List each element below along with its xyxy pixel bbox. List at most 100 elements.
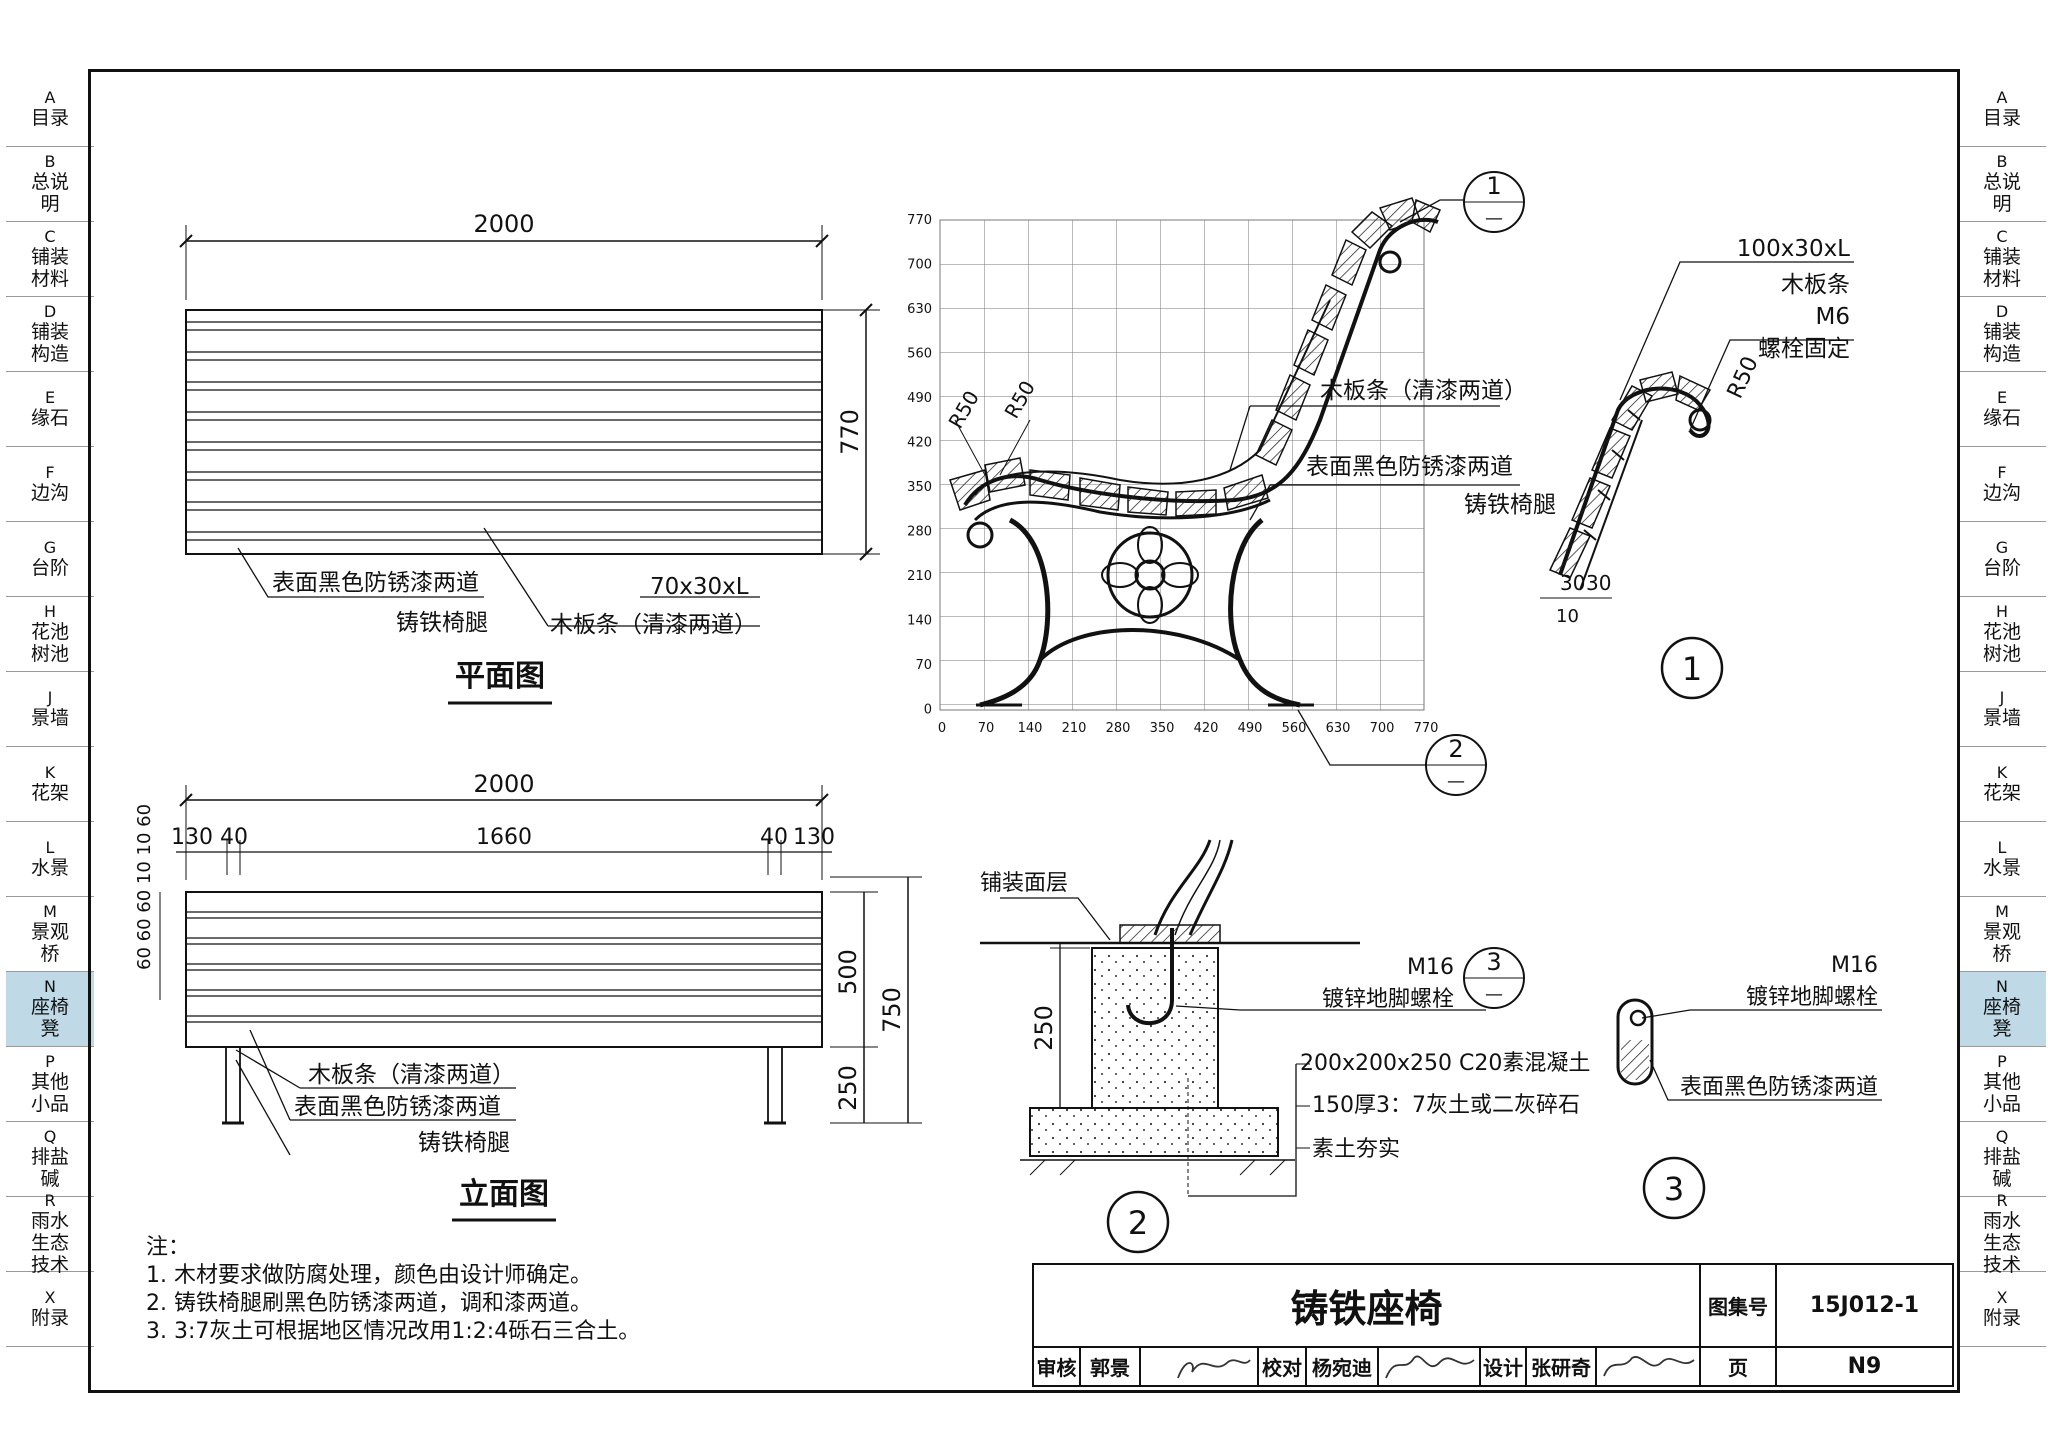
d2-paving: 铺装面层 <box>980 871 1068 896</box>
section-label-slat: 木板条（清漆两道） <box>1320 378 1527 404</box>
tab-label: 边沟 <box>1982 482 2021 504</box>
d2-callout: 3 <box>1486 948 1501 976</box>
d3-bolt-desc: 镀锌地脚螺栓 <box>1746 985 1878 1010</box>
page-label: 页 <box>1728 1356 1748 1380</box>
d2-bolt: M16 <box>1407 955 1454 980</box>
d3-number: 3 <box>1664 1170 1684 1208</box>
tab-code: F <box>45 463 55 482</box>
tab-label: 缘石 <box>30 407 69 429</box>
tab-label: 景观桥 <box>1982 921 2021 965</box>
reviewer-name: 郭景 <box>1090 1356 1130 1380</box>
x-tick-label: 490 <box>1238 721 1263 736</box>
tab-code: J <box>47 688 53 707</box>
plan-view: 2000 770 表面黑色防锈漆两道 铸铁椅腿 70x30xL 木板条（清漆两道… <box>179 210 880 705</box>
plan-label-slat-size: 70x30xL <box>650 574 749 600</box>
detail-1: 100x30xL 木板条 M6 螺栓固定 R50 30 30 10 1 <box>1540 236 1854 700</box>
d1-dim-2: 30 <box>1586 571 1611 595</box>
elev-dim-h-2: 750 <box>878 987 906 1033</box>
d2-bolt-desc: 镀锌地脚螺栓 <box>1322 987 1454 1012</box>
title-block-grid <box>1032 1263 1954 1387</box>
x-tick-label: 140 <box>1018 721 1043 736</box>
tab-label: 其他小品 <box>1982 1071 2021 1115</box>
plan-dim-length: 2000 <box>473 210 534 238</box>
d2-callout-dash: — <box>1485 984 1503 1005</box>
tab-label: 座椅凳 <box>1982 996 2021 1040</box>
d3-bolt: M16 <box>1831 953 1878 978</box>
section-callout-1-dash: — <box>1485 208 1503 229</box>
tab-code: N <box>44 977 56 996</box>
tab-label: 台阶 <box>30 557 69 579</box>
y-tick-label: 700 <box>907 258 932 273</box>
tab-label: 总说明 <box>30 171 69 215</box>
d2-concrete: 200x200x250 C20素混凝土 <box>1300 1051 1590 1076</box>
elev-dim-h-1: 500 <box>834 949 862 995</box>
atlas-label: 图集号 <box>1708 1295 1768 1319</box>
d1-fix: 螺栓固定 <box>1758 336 1850 362</box>
tab-code: C <box>1996 227 2008 246</box>
section-callout-2: 2 <box>1448 735 1463 763</box>
tab-label: 附录 <box>1982 1307 2021 1329</box>
y-tick-label: 490 <box>907 391 932 406</box>
tab-label: 其他小品 <box>30 1071 69 1115</box>
tab-label: 景观桥 <box>30 921 69 965</box>
x-tick-label: 0 <box>938 721 946 736</box>
tab-code: H <box>43 602 57 621</box>
d2-number: 2 <box>1128 1204 1148 1242</box>
detail-3: M16 镀锌地脚螺栓 表面黑色防锈漆两道 3 <box>1616 953 1882 1220</box>
tab-code: P <box>45 1052 55 1071</box>
section-label-leg: 铸铁椅腿 <box>1464 492 1556 518</box>
d1-number: 1 <box>1682 650 1702 688</box>
d1-spec: 100x30xL <box>1737 236 1850 262</box>
d3-paint: 表面黑色防锈漆两道 <box>1680 1075 1878 1100</box>
tab-code: R <box>1996 1191 2008 1210</box>
elev-dim-part-1: 130 <box>171 825 213 850</box>
drawing-name: 铸铁座椅 <box>1290 1287 1443 1331</box>
tab-label: 附录 <box>30 1307 69 1329</box>
tab-label: 目录 <box>1982 107 2021 129</box>
tab-label: 水景 <box>30 857 69 879</box>
tab-label: 铺装构造 <box>30 321 69 365</box>
tab-code: E <box>1996 388 2008 407</box>
signatures <box>1177 1355 1695 1379</box>
tab-label: 排盐碱 <box>30 1146 69 1190</box>
tab-code: G <box>1995 538 2009 557</box>
x-tick-label: 630 <box>1326 721 1351 736</box>
